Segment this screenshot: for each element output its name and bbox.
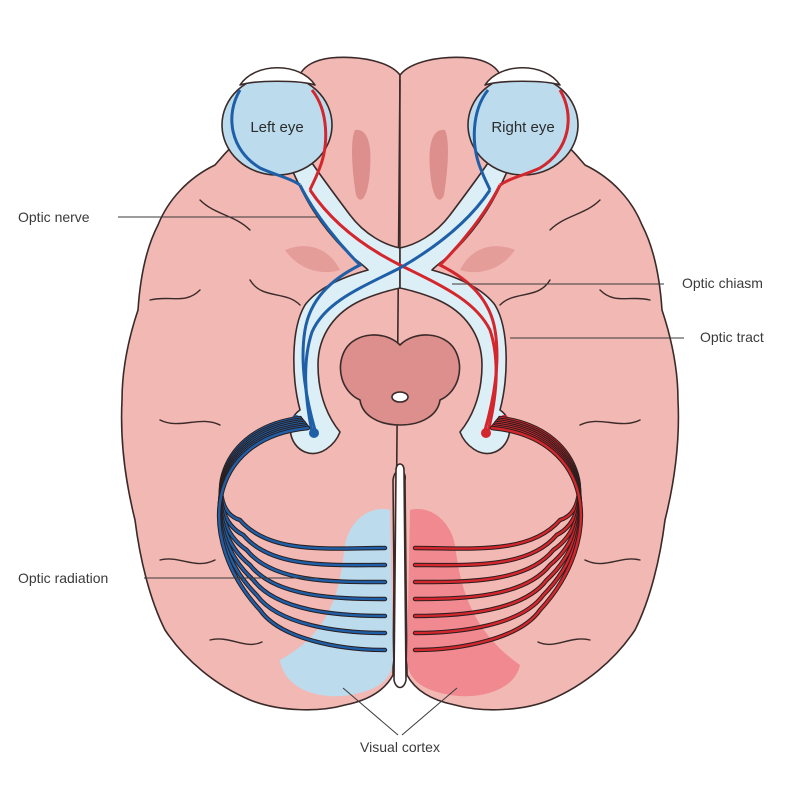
optic-nerve-label: Optic nerve [18, 209, 90, 225]
cerebral-aqueduct [391, 391, 409, 403]
gyrus-fold [579, 419, 641, 426]
optic-radiation-right [412, 415, 583, 653]
right-eye-blue-arc [472, 89, 492, 191]
right-eye-red-arc [499, 89, 570, 187]
left-lgn-node [309, 428, 319, 438]
right-eye: Right eye [467, 66, 579, 191]
optic-radiation-left [217, 415, 388, 653]
optic-radiation-label: Optic radiation [18, 570, 108, 586]
optic-chiasm-label: Optic chiasm [682, 275, 763, 291]
left-eye: Left eye [221, 66, 333, 191]
temporal-shade-left [285, 246, 340, 273]
right-cornea [484, 66, 561, 86]
visual-cortex-leader-right [401, 687, 458, 736]
left-eye-red-arc [308, 89, 328, 191]
annotations: Optic nerve Optic chiasm Optic tract Opt… [18, 209, 764, 755]
optic-pathway-band [289, 159, 511, 455]
gyrus-fold [159, 419, 221, 426]
brainstem [339, 334, 461, 426]
left-eye-blue-arc [230, 89, 301, 187]
gyrus-fold [584, 558, 641, 565]
optic-fibers [291, 184, 509, 438]
radiation-fiber [413, 426, 582, 652]
left-eye-label: Left eye [250, 119, 303, 136]
brain [120, 56, 680, 711]
right-eye-nasal-fiber [304, 189, 492, 433]
gyrus-fold [209, 638, 263, 646]
right-eye-label: Right eye [491, 119, 554, 136]
right-lgn-node [481, 428, 491, 438]
visual-cortex-leader-left [342, 687, 399, 736]
olfactory-tract-left [352, 129, 371, 200]
gyrus-fold [537, 638, 591, 646]
gyrus-fold [549, 199, 601, 231]
visual-cortex-label: Visual cortex [360, 739, 440, 755]
gyrus-fold [499, 279, 551, 306]
gyrus-fold [599, 289, 651, 301]
left-cornea [239, 66, 316, 86]
olfactory-tract-right [429, 129, 448, 200]
pathway-band-left [289, 159, 401, 455]
gyrus-fold [249, 279, 301, 306]
gyrus-fold [199, 199, 251, 231]
optic-tract-label: Optic tract [700, 329, 764, 345]
radiation-fiber [218, 426, 387, 652]
gyrus-fold [149, 289, 201, 301]
posterior-fissure [393, 463, 407, 689]
pathway-band-right [399, 159, 511, 455]
right-eye-temporal-fiber [437, 184, 502, 431]
gyrus-fold [159, 558, 216, 565]
temporal-shade-right [460, 246, 515, 273]
